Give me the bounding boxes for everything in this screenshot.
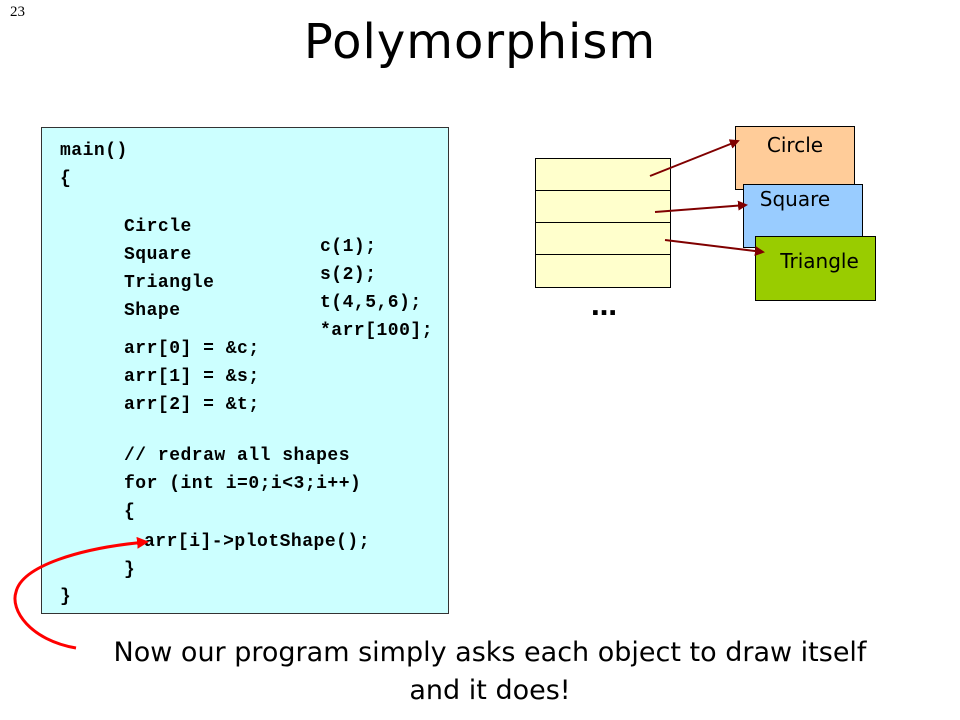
code-var: *arr[100]; <box>320 321 434 341</box>
array-cell-0 <box>536 159 670 191</box>
code-line-decl-square: Square s(2); <box>60 225 376 305</box>
code-line-decl-circle: Circle c(1); <box>60 197 376 277</box>
code-line-open-brace: { <box>60 169 72 189</box>
code-type: Triangle <box>124 273 215 293</box>
slide-title: Polymorphism <box>303 14 657 70</box>
array-cell-2 <box>536 223 670 255</box>
code-line-assign2: arr[2] = &t; <box>124 395 260 415</box>
array-cell-1 <box>536 191 670 223</box>
code-line-loop-open: { <box>124 502 136 522</box>
code-line-for: for (int i=0;i<3;i++) <box>124 474 362 494</box>
code-block: main() { Circle c(1); Square s(2); Trian… <box>41 127 449 614</box>
code-type: Shape <box>124 301 181 321</box>
slide-number: 23 <box>10 4 25 20</box>
code-var: s(2); <box>320 265 377 285</box>
triangle-label: Triangle <box>780 249 859 273</box>
caption-line-1: Now our program simply asks each object … <box>113 637 867 668</box>
code-var: c(1); <box>320 237 377 257</box>
code-line-loop-close: } <box>124 560 136 580</box>
circle-label: Circle <box>766 133 824 157</box>
slide-caption: Now our program simply asks each object … <box>60 634 920 710</box>
code-type: Circle <box>124 217 192 237</box>
pointer-array <box>535 158 671 288</box>
code-line-assign1: arr[1] = &s; <box>124 367 260 387</box>
circle-object: Circle <box>735 126 855 190</box>
triangle-object: Triangle <box>755 236 876 301</box>
array-ellipsis: … <box>591 292 617 322</box>
pointer-arrow-circle <box>649 139 740 177</box>
code-line-assign0: arr[0] = &c; <box>124 339 260 359</box>
pointer-arrow-square <box>654 200 748 213</box>
code-type: Square <box>124 245 192 265</box>
caption-line-2: and it does! <box>409 675 571 706</box>
caption-curve-arrow <box>13 536 149 650</box>
square-label: Square <box>759 187 831 211</box>
code-line-decl-triangle: Triangle t(4,5,6); <box>60 253 421 333</box>
code-line-comment: // redraw all shapes <box>124 446 351 466</box>
code-line-decl-shape: Shape *arr[100]; <box>60 281 433 361</box>
code-var: t(4,5,6); <box>320 293 422 313</box>
code-line-main: main() <box>60 141 128 161</box>
pointer-arrow-triangle <box>664 239 765 256</box>
code-line-call: arr[i]->plotShape(); <box>144 532 371 552</box>
code-line-close-brace: } <box>60 587 72 607</box>
